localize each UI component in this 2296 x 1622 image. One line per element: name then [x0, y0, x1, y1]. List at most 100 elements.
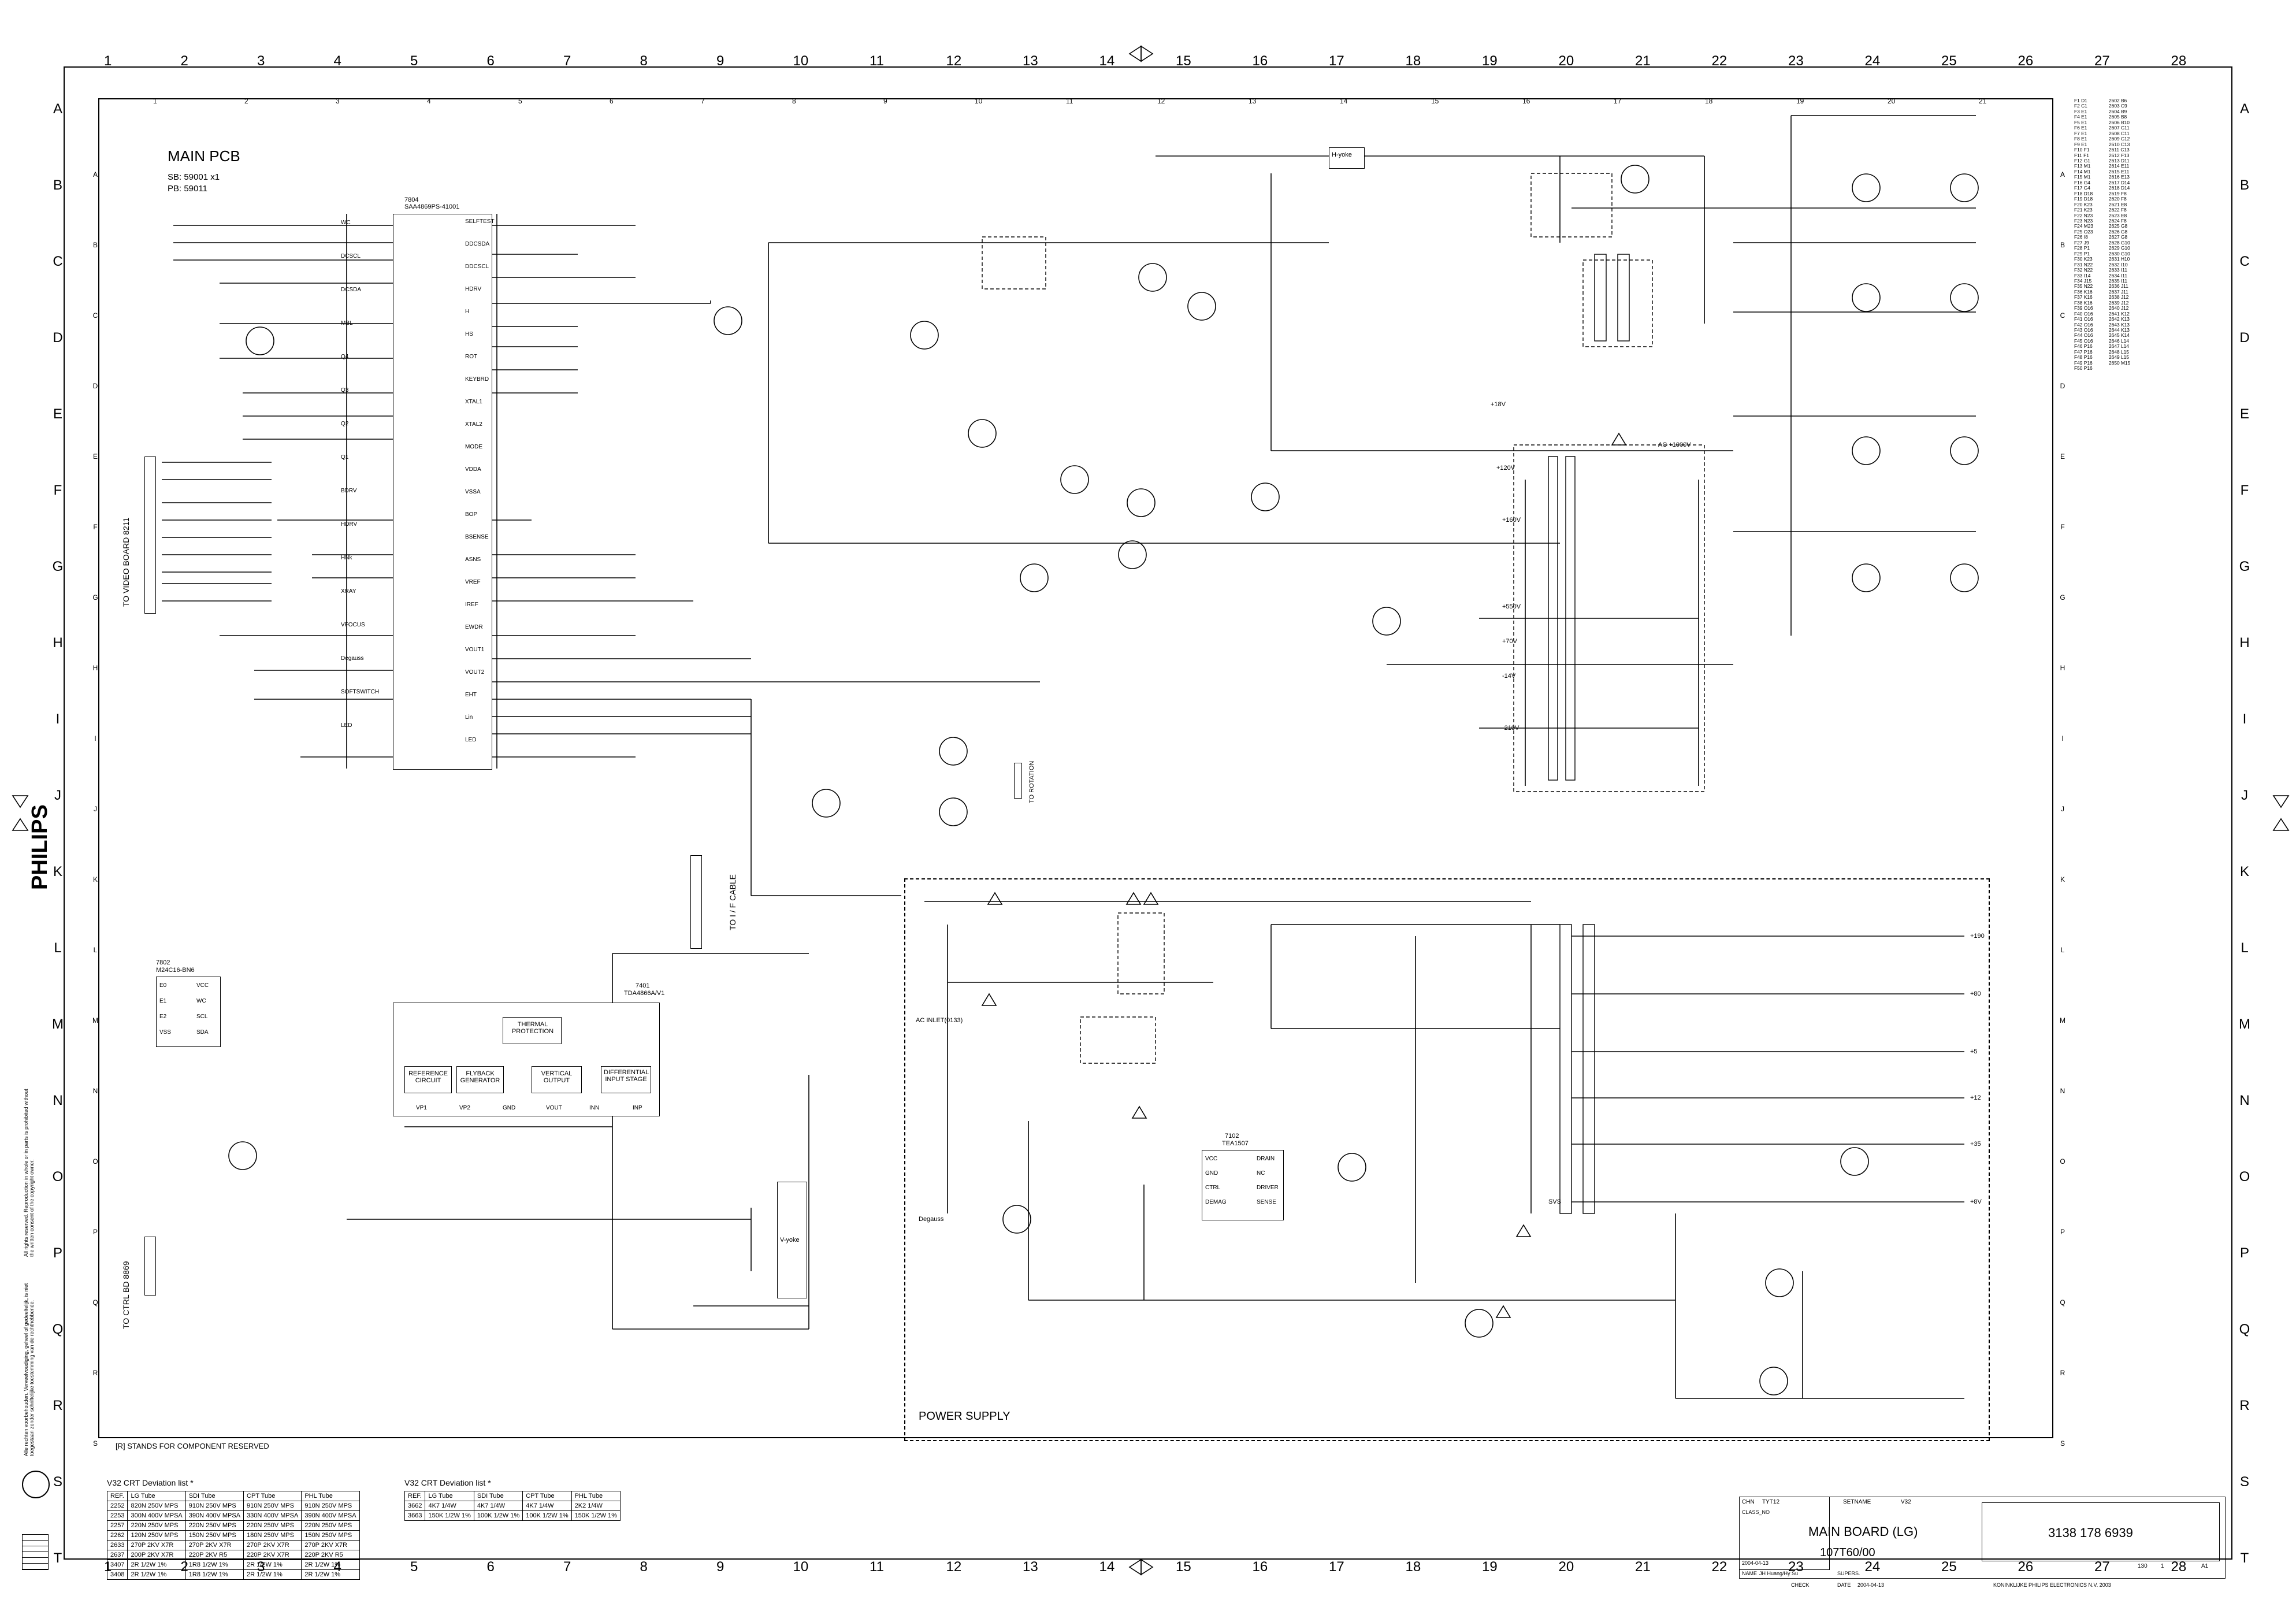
grid-col-bottom-26: 26 [2018, 1559, 2034, 1575]
grid-row-left-O: O [52, 1169, 64, 1185]
grid-col-top-25: 25 [1941, 53, 1957, 69]
inner-row-left-H: H [92, 664, 98, 672]
ic7804-pin-right: VDDA [465, 466, 481, 473]
deviation-header: SDI Tube [185, 1491, 244, 1501]
grid-col-bottom-15: 15 [1176, 1559, 1191, 1575]
power-rail-label: +70V [1502, 638, 1517, 645]
deviation-cell: 3408 [106, 1569, 128, 1580]
ic7804-pin-left: Q3 [341, 387, 349, 394]
grid-row-left-M: M [52, 1016, 64, 1032]
ic7802-pin: SDA [196, 1029, 209, 1035]
ic7804-pin-left: HDRV [341, 521, 358, 528]
power-rail-label: +120V [1496, 465, 1515, 472]
grid-col-bottom-9: 9 [716, 1559, 725, 1575]
inner-row-right-Q: Q [2060, 1298, 2065, 1306]
deviation-cell: 1R8 1/2W 1% [185, 1569, 244, 1580]
deviation-cell: 910N 250V MPS [243, 1501, 302, 1511]
deviation-header: REF. [106, 1491, 128, 1501]
tb-doc-number: 3138 178 6939 [2048, 1526, 2133, 1540]
inner-row-right-E: E [2060, 452, 2065, 461]
tb-size: A1 [2201, 1563, 2209, 1569]
grid-col-top-26: 26 [2018, 53, 2034, 69]
deviation-cell: 4K7 1/4W [473, 1501, 523, 1511]
ic7802-pin: WC [196, 998, 206, 1004]
deviation-cell: 150N 250V MPS [301, 1530, 360, 1541]
grid-col-bottom-18: 18 [1405, 1559, 1421, 1575]
ic-7804-saa4869 [393, 214, 492, 770]
grid-col-bottom-13: 13 [1023, 1559, 1038, 1575]
grid-row-left-D: D [53, 330, 63, 346]
grid-row-left-B: B [53, 177, 62, 193]
deviation-cell: 1R8 1/2W 1% [185, 1560, 244, 1570]
deviation-cell: 100K 1/2W 1% [522, 1510, 572, 1521]
title-block-left [1739, 1497, 1830, 1570]
ic7804-pin-right: DDCSCL [465, 263, 489, 270]
grid-row-right-J: J [2241, 788, 2248, 803]
deviation-cell: 180N 250V MPS [243, 1530, 302, 1541]
inner-col-8: 8 [792, 97, 796, 105]
inner-row-right-S: S [2060, 1439, 2065, 1447]
connector-video-board [144, 456, 156, 614]
inner-row-right-I: I [2061, 734, 2064, 743]
inner-col-18: 18 [1705, 97, 1713, 105]
philips-shield-icon [22, 1471, 50, 1498]
vertical-output-block: VERTICAL OUTPUT [532, 1066, 582, 1093]
inner-row-right-O: O [2060, 1157, 2065, 1166]
ic-7401-ref: 7401 [636, 982, 650, 989]
ac-inlet-label: AC INLET(0133) [916, 1017, 963, 1024]
grid-col-bottom-24: 24 [1864, 1559, 1881, 1575]
ic-7802-eeprom [156, 977, 221, 1047]
ic7401-pin: VP1 [416, 1105, 427, 1111]
grid-col-top-11: 11 [870, 53, 884, 69]
title-block-docno [1982, 1502, 2220, 1561]
ic7804-pin-right: LED [465, 737, 477, 743]
deviation-cell: 2253 [106, 1510, 128, 1521]
ic7804-pin-right: EHT [465, 692, 477, 698]
grid-row-left-E: E [53, 406, 62, 422]
grid-row-left-Q: Q [52, 1322, 64, 1337]
ic7804-pin-left: XRAY [341, 588, 356, 595]
grid-col-top-13: 13 [1023, 53, 1038, 69]
deviation-cell: 910N 250V MPS [185, 1501, 244, 1511]
ic7804-pin-right: VOUT2 [465, 669, 485, 675]
inner-col-11: 11 [1066, 97, 1073, 105]
ic7804-pin-left: Degauss [341, 655, 364, 662]
grid-col-top-18: 18 [1405, 53, 1421, 69]
grid-row-left-T: T [53, 1550, 62, 1566]
ic7804-pin-right: BOP [465, 511, 478, 518]
grid-col-bottom-14: 14 [1099, 1559, 1115, 1575]
deviation-cell: 3407 [106, 1560, 128, 1570]
deviation-cell: 2K2 1/4W [571, 1501, 621, 1511]
grid-row-right-R: R [2239, 1398, 2250, 1413]
ic7804-pin-right: HDRV [465, 286, 482, 292]
ic7102-pin: SENSE [1257, 1199, 1276, 1205]
video-board-label: TO VIDEO BOARD 8211 [121, 517, 131, 607]
power-rail-label: +160V [1502, 517, 1521, 524]
power-rail-label: -210V [1502, 725, 1519, 732]
power-rail-label: +35 [1970, 1141, 1981, 1148]
inner-frame [98, 98, 2053, 1438]
deviation-cell: 270P 2KV X7R [301, 1540, 360, 1550]
h-yoke-connector [1329, 147, 1365, 169]
tb-supers: SUPERS. [1837, 1571, 1860, 1576]
deviation-cell: 220P 2KV R5 [185, 1550, 244, 1560]
grid-col-bottom-7: 7 [563, 1559, 571, 1575]
tb-date2: 2004-04-13 [1857, 1582, 1885, 1588]
power-rail-label: +550V [1502, 603, 1521, 610]
ic7804-pin-right: ASNS [465, 556, 481, 563]
deviation-cell: 220N 250V MPS [301, 1520, 360, 1531]
grid-row-right-L: L [2241, 940, 2249, 956]
deviation-header: LG Tube [425, 1491, 474, 1501]
grid-row-left-S: S [53, 1474, 62, 1490]
tb-check: CHECK [1791, 1582, 1810, 1588]
deviation-header: LG Tube [127, 1491, 186, 1501]
ic7804-pin-left: LED [341, 722, 352, 729]
deviation-cell: 150N 250V MPS [185, 1530, 244, 1541]
deviation-cell: 2R 1/2W 1% [127, 1569, 186, 1580]
grid-row-left-N: N [53, 1093, 63, 1108]
inner-row-left-B: B [92, 241, 98, 249]
